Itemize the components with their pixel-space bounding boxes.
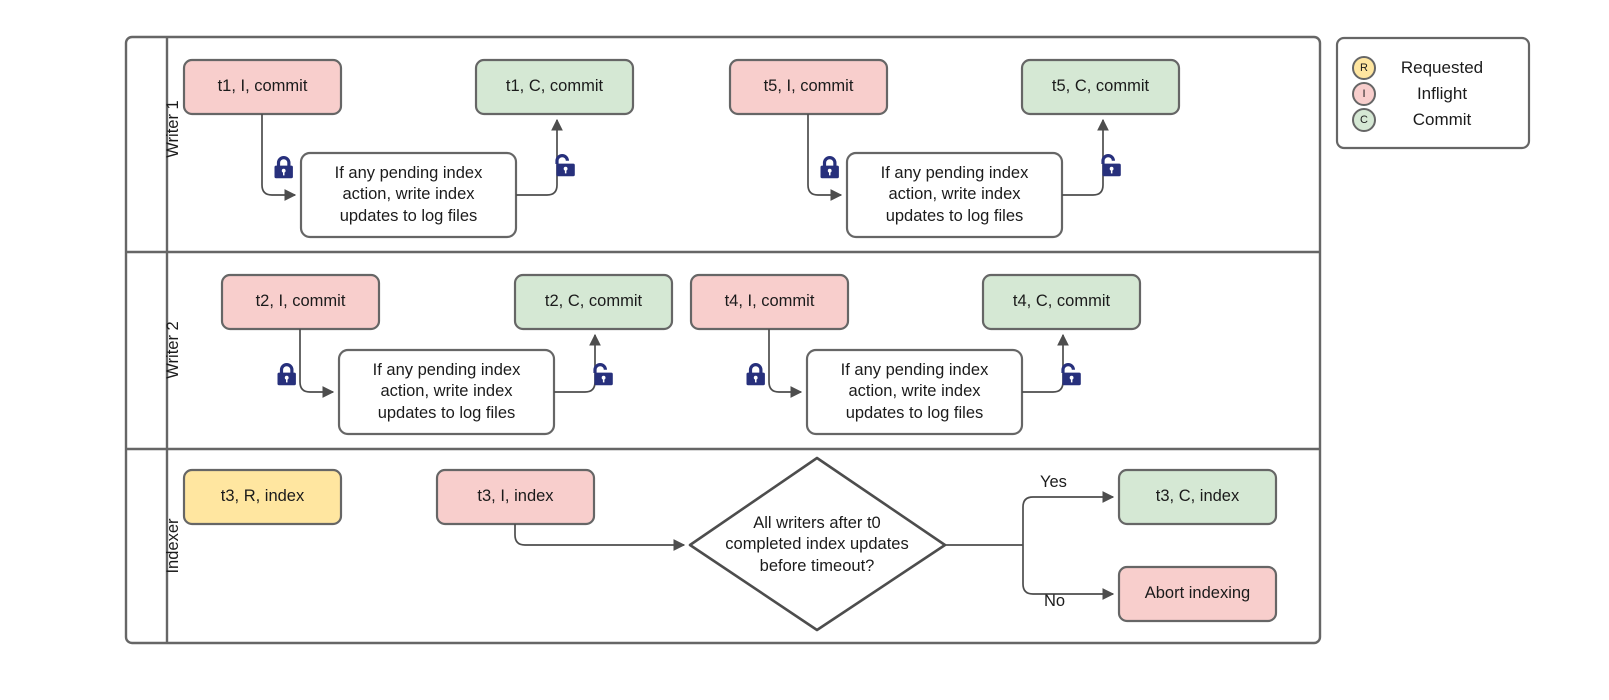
node-ix-abort[interactable] — [1117, 565, 1278, 623]
lane-label-writer1: Writer 1 — [163, 100, 182, 158]
node-w1-t1-commit[interactable] — [474, 58, 635, 116]
w1-lock-acquire-2-icon — [820, 156, 839, 179]
w2-lock-acquire-2-icon — [746, 363, 765, 386]
node-w2-t4-commit[interactable] — [981, 273, 1142, 331]
node-w2-task-a[interactable] — [337, 348, 556, 436]
lane-label-indexer: Indexer — [163, 518, 182, 574]
legend-requested-label: Requested — [1400, 58, 1484, 77]
w2-lock-release-2-icon — [1061, 363, 1081, 386]
legend-requested-letter: R — [1360, 62, 1368, 74]
edge-w1-t1-to-task — [261, 114, 297, 201]
legend-commit-letter: C — [1360, 114, 1368, 126]
node-w1-t1-inflight[interactable] — [182, 58, 343, 116]
node-w2-task-b[interactable] — [805, 348, 1024, 436]
legend-box — [1335, 36, 1531, 150]
node-w1-task-b[interactable] — [845, 151, 1064, 239]
legend-outline — [1335, 36, 1531, 150]
node-w1-task-a[interactable] — [299, 151, 518, 239]
node-w2-t2-inflight[interactable] — [220, 273, 381, 331]
edge-w2-t2-to-task — [299, 329, 335, 398]
edge-ix-inflight-to-decision — [514, 524, 686, 551]
lock-icon-group — [274, 154, 1121, 386]
edge-w2-t4-to-task — [768, 329, 803, 398]
legend-commit-label: Commit — [1412, 110, 1472, 129]
node-w2-t2-commit[interactable] — [513, 273, 674, 331]
edge-w1-task-to-commit — [516, 118, 563, 196]
node-w2-t4-inflight[interactable] — [689, 273, 850, 331]
w2-lock-acquire-1-icon — [277, 363, 296, 386]
writer2-shapes — [220, 273, 1142, 436]
edge-decision-yes — [1022, 491, 1115, 545]
legend-inflight-letter: I — [1362, 88, 1366, 100]
node-w1-t5-inflight[interactable] — [728, 58, 889, 116]
w1-lock-acquire-1-icon — [274, 156, 293, 179]
edge-w1-task-to-commit-2 — [1062, 118, 1109, 196]
node-ix-t3-commit[interactable] — [1117, 468, 1278, 526]
edge-label-no: No — [1044, 592, 1066, 610]
legend-commit-icon — [1352, 108, 1376, 132]
w1-lock-release-2-icon — [1101, 154, 1121, 177]
node-ix-t3-inflight[interactable] — [435, 468, 596, 526]
legend-inflight-label: Inflight — [1416, 84, 1468, 103]
legend-inflight-icon — [1352, 82, 1376, 106]
edge-w1-t5-to-task — [807, 114, 843, 201]
w1-lock-release-1-icon — [555, 154, 575, 177]
node-ix-t3-requested[interactable] — [182, 468, 343, 526]
legend-requested-icon — [1352, 56, 1376, 80]
w2-lock-release-1-icon — [593, 363, 613, 386]
writer1-shapes — [182, 58, 1181, 239]
node-w1-t5-commit[interactable] — [1020, 58, 1181, 116]
node-ix-decision[interactable] — [688, 456, 947, 632]
indexer-shapes — [182, 456, 1278, 632]
edge-label-yes: Yes — [1040, 473, 1067, 491]
edge-decision-no — [1022, 545, 1115, 600]
